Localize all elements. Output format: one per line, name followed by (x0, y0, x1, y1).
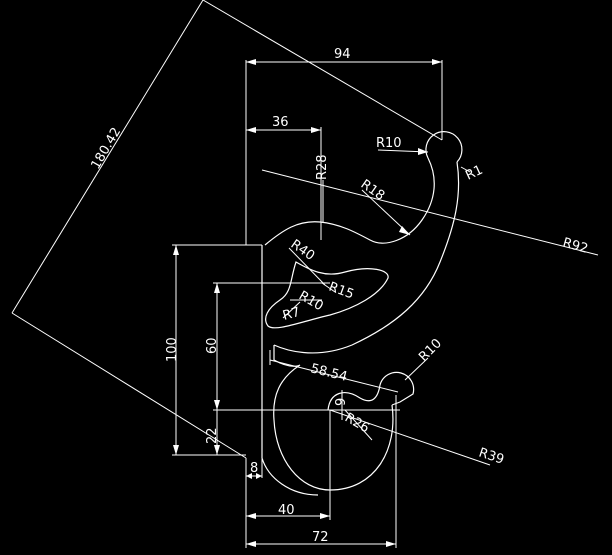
outer-right-flank (273, 161, 460, 354)
inner-slot (265, 261, 389, 329)
inner-right-flank (264, 157, 435, 246)
dim-r92: R92 (561, 235, 590, 256)
arrowheads (173, 59, 442, 547)
dim-r10-top: R10 (376, 136, 402, 151)
lower-loop (273, 345, 394, 491)
dim-94: 94 (334, 47, 351, 62)
dim-r1: R1 (463, 163, 485, 184)
lower-inner-curve (327, 384, 381, 411)
dim-72: 72 (312, 530, 329, 545)
dim-40: 40 (278, 503, 295, 518)
dim-8: 8 (250, 461, 258, 476)
dimension-lines (11, 0, 599, 548)
dim-r28: R28 (315, 154, 330, 180)
bottom-circle-arc (379, 371, 415, 406)
dim-60: 60 (205, 337, 220, 354)
top-circle-arc (425, 131, 463, 163)
hook-outline (261, 131, 463, 496)
dim-9: 9 (334, 398, 349, 406)
dim-100: 100 (165, 337, 180, 362)
dim-r7: R7 (281, 305, 302, 324)
dim-36: 36 (272, 115, 289, 130)
dim-22: 22 (205, 427, 220, 444)
lower-outer-arc (261, 457, 319, 496)
